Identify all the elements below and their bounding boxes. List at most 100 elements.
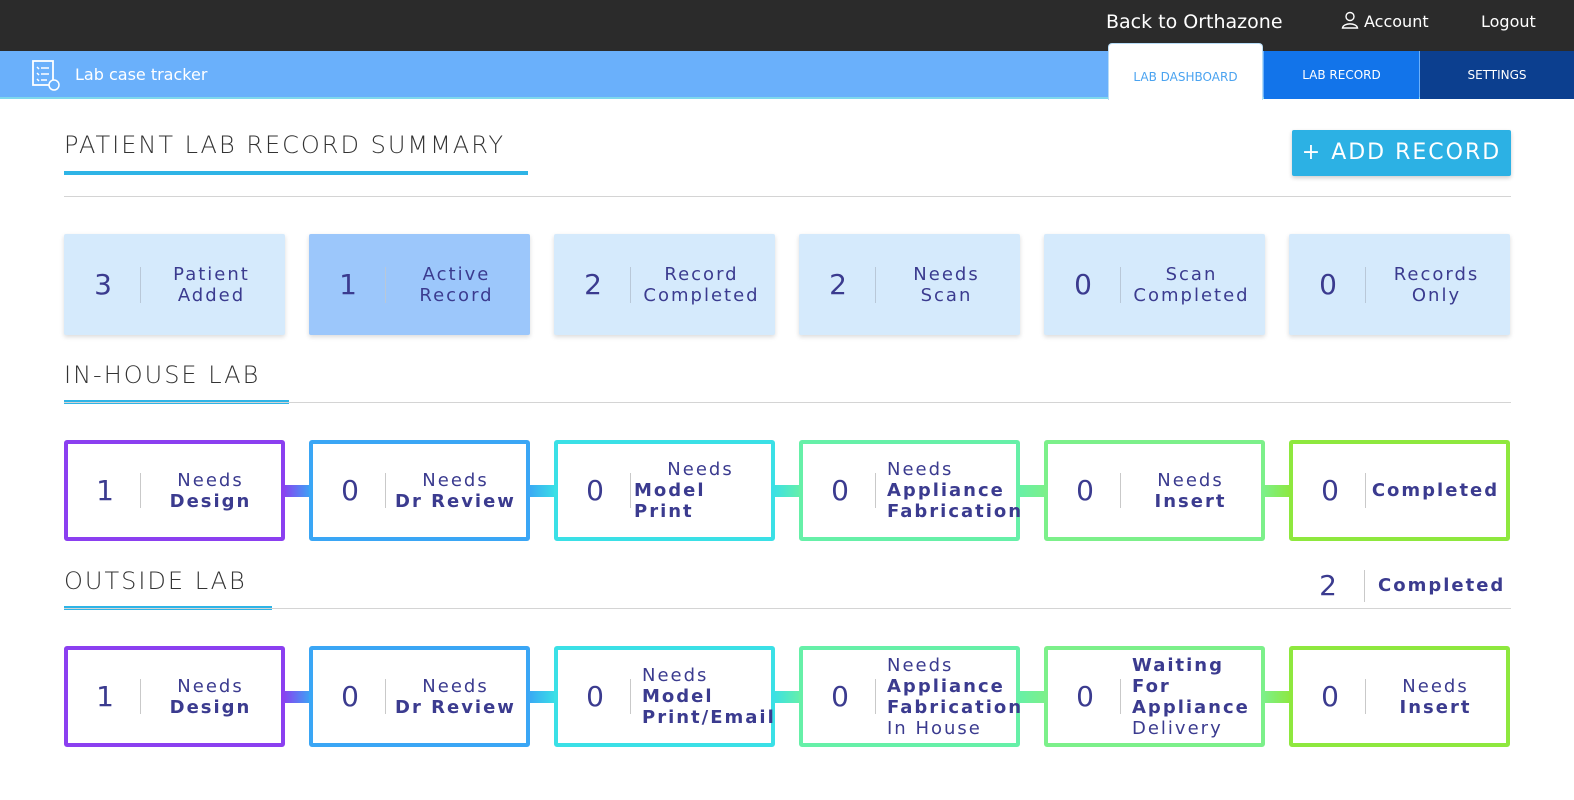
outside-completed-counter[interactable]: 2 Completed [1313,564,1511,608]
step-count: 0 [831,474,849,507]
step-label-line2: Insert [1154,490,1227,512]
summary-title-underline [64,171,528,175]
step-label-line2: Dr Review [395,490,516,512]
summary-card-label-line2: Completed [643,285,760,306]
step-label-line1: Needs [887,654,954,676]
account-link[interactable]: Account [1341,0,1429,44]
add-record-button[interactable]: + ADD RECORD [1292,130,1511,176]
step-label-line1: Needs [422,469,489,491]
summary-card-label-line1: Patient [173,264,250,285]
step-label-line2: Completed [1371,480,1500,501]
divider [1365,267,1366,303]
summary-card-label-line2: Completed [1133,285,1250,306]
step-label-line4: In House [887,717,982,739]
pipeline-connector [528,691,556,703]
step-label-line3: Print/Email [642,707,776,728]
step-label-line1: Needs [667,459,734,480]
step-label-line1: Needs [887,459,954,480]
step-label-line2: Design [169,696,252,718]
tab-lab-dashboard[interactable]: LAB DASHBOARD [1108,43,1263,100]
step-label-line2: Waiting For [1132,654,1225,697]
inhouse-divider [64,402,1511,403]
summary-card-label-line2: Added [177,285,246,306]
step-count: 0 [586,680,604,713]
top-bar: Back to Orthazone Account Logout [0,0,1574,51]
divider [1120,267,1121,303]
step-label-line2: Appliance [887,675,1005,697]
summary-card-count: 1 [339,268,357,301]
inhouse-step-box[interactable]: 0 Completed [1289,440,1510,541]
tab-settings[interactable]: SETTINGS [1420,51,1574,99]
summary-card-label-line1: Needs [913,264,980,285]
outside-completed-count: 2 [1319,569,1337,602]
step-label-line2: Insert [1399,696,1472,718]
summary-card-label-line2: Scan [920,285,973,306]
divider [385,267,386,303]
pipeline-connector [1018,485,1046,497]
step-count: 0 [1321,474,1339,507]
step-label-line2: Dr Review [395,696,516,718]
summary-card-label-line2: Only [1411,285,1462,306]
user-icon [1341,11,1359,29]
outside-completed-label: Completed [1378,575,1506,596]
pipeline-connector [283,691,311,703]
step-count: 1 [96,680,114,713]
summary-card-count: 0 [1319,268,1337,301]
summary-card-label-line1: Scan [1165,264,1218,285]
step-label-line4: Delivery [1132,717,1223,739]
account-label: Account [1364,12,1429,31]
outside-divider [64,608,1511,609]
pipeline-connector [1263,485,1291,497]
inhouse-lab-title: IN-HOUSE LAB [64,361,261,389]
divider [1120,473,1121,508]
step-label-line1: Needs [177,469,244,491]
tab-lab-record[interactable]: LAB RECORD [1264,51,1419,99]
step-label-line1: Needs [177,675,244,697]
summary-title: PATIENT LAB RECORD SUMMARY [64,131,506,159]
app-title: Lab case tracker [75,65,208,84]
summary-card-label-line2: Record [419,285,494,306]
divider [875,267,876,303]
step-label-line3: Fabrication [887,501,1024,522]
step-count: 0 [831,680,849,713]
checklist-icon [32,60,60,91]
pipeline-connector [773,691,801,703]
outside-lab-title: OUTSIDE LAB [64,567,247,595]
divider [385,473,386,508]
back-to-orthazone-link[interactable]: Back to Orthazone [1106,11,1283,33]
step-label-line3: Appliance [1132,696,1250,718]
divider [630,679,631,714]
divider [1365,679,1366,714]
divider [1364,570,1365,602]
logout-link[interactable]: Logout [1481,12,1536,31]
step-count: 0 [1076,680,1094,713]
step-label-line2: Model Print [634,480,706,522]
step-label-line2: Model [642,686,714,707]
step-label-line1: Needs [1402,675,1469,697]
step-label-line1: Needs [1157,469,1224,491]
